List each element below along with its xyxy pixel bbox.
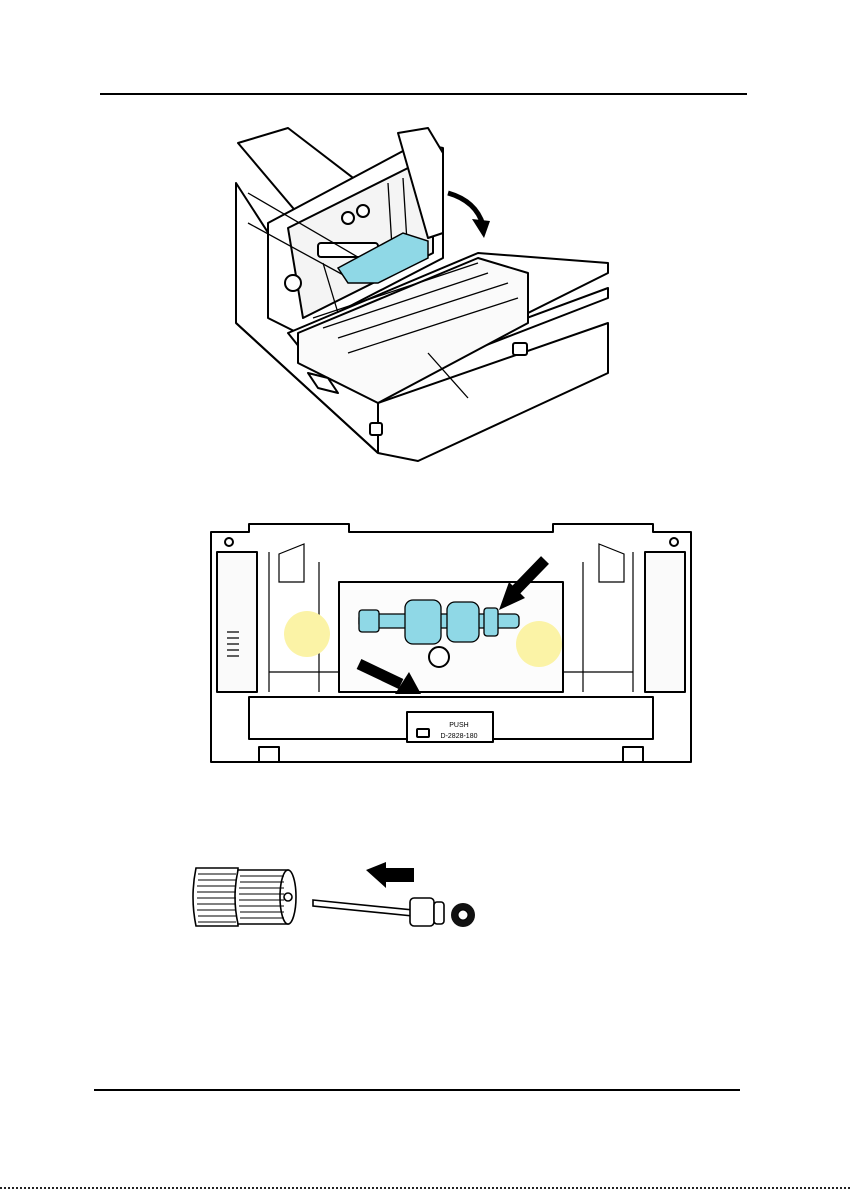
gear-icon — [451, 903, 475, 927]
marker-right — [516, 621, 562, 667]
roller-shaft-removal-illustration — [188, 860, 488, 942]
part-mark-label: PUSH — [449, 722, 468, 729]
part-code-label: D-2828-180 — [441, 733, 478, 740]
roller-module-icon: PUSH D-2828-180 — [209, 522, 693, 782]
roller-shaft-icon — [188, 860, 488, 942]
scanner-open-icon — [228, 123, 613, 463]
footer-rule — [94, 1089, 740, 1091]
page-bottom-edge — [0, 1187, 852, 1189]
left-arrow-icon — [366, 862, 414, 888]
marker-left — [284, 611, 330, 657]
roller-module-front-illustration: PUSH D-2828-180 — [209, 522, 693, 782]
header-rule — [100, 93, 747, 95]
scanner-cover-open-illustration — [228, 123, 613, 463]
